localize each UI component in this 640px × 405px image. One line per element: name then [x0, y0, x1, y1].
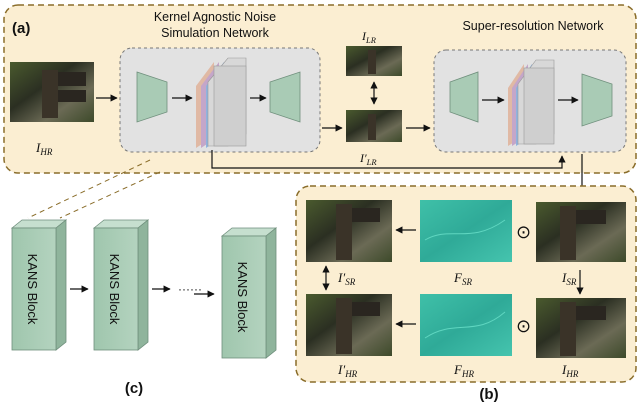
sr-feature-stack — [508, 59, 555, 146]
panel-b: ⊙ I′SR FSR ISR ⊙ I′HR FHR IHR — [295, 185, 637, 403]
kans-block-2-label: KANS Block — [107, 254, 122, 325]
panel-b-label: (b) — [479, 386, 498, 403]
panel-a: (a) Kernel Agnostic Noise Simulation Net… — [3, 4, 637, 174]
kans-decoder-shape — [269, 71, 301, 123]
f-hr-feature-map — [420, 294, 512, 356]
sr-prime-image — [306, 200, 392, 262]
label-i-prime-hr: I′HR — [337, 362, 358, 379]
sr-network-box — [433, 49, 627, 153]
panel-c: KANS Block KANS Block ······ KANS Block … — [10, 219, 278, 397]
kans-network-box — [119, 47, 321, 153]
odot-operator-1: ⊙ — [516, 222, 531, 242]
label-i-sr: ISR — [561, 270, 577, 287]
zoom-line-left — [27, 159, 151, 219]
f-sr-feature-map — [420, 200, 512, 262]
kans-feature-stack — [196, 57, 247, 148]
hr-prime-image — [306, 294, 392, 356]
kans-block-1-label: KANS Block — [25, 254, 40, 325]
kans-block-3-label: KANS Block — [235, 262, 250, 333]
sr-encoder-shape — [449, 71, 479, 123]
sr-decoder-shape — [581, 73, 613, 127]
kans-encoder-shape — [136, 71, 168, 123]
label-i-hr-top: IHR — [35, 140, 53, 157]
sr-network-title: Super-resolution Network — [462, 19, 604, 33]
label-i-prime-sr: I′SR — [337, 270, 356, 287]
kans-block-2: KANS Block — [92, 219, 150, 351]
panel-c-label: (c) — [125, 380, 143, 397]
label-i-prime-lr: I′LR — [359, 151, 377, 167]
kans-title-line2: Simulation Network — [161, 26, 269, 40]
generated-lr-image — [346, 110, 402, 142]
odot-operator-2: ⊙ — [516, 316, 531, 336]
label-f-hr: FHR — [453, 362, 474, 379]
hr-bottom-image — [536, 298, 626, 358]
kans-title-line1: Kernel Agnostic Noise — [154, 10, 276, 24]
panel-a-label: (a) — [12, 20, 30, 37]
kans-block-1: KANS Block — [10, 219, 68, 351]
arrow-skip-connection — [211, 150, 566, 169]
sr-image — [536, 202, 626, 262]
kans-block-3: KANS Block — [220, 227, 278, 359]
blocks-ellipsis: ······ — [178, 282, 202, 296]
label-f-sr: FSR — [453, 270, 472, 287]
input-hr-image — [10, 62, 94, 122]
label-i-hr-bottom: IHR — [561, 362, 579, 379]
zoom-line-right — [59, 171, 161, 219]
lr-image — [346, 46, 402, 76]
label-i-lr: ILR — [361, 29, 377, 45]
